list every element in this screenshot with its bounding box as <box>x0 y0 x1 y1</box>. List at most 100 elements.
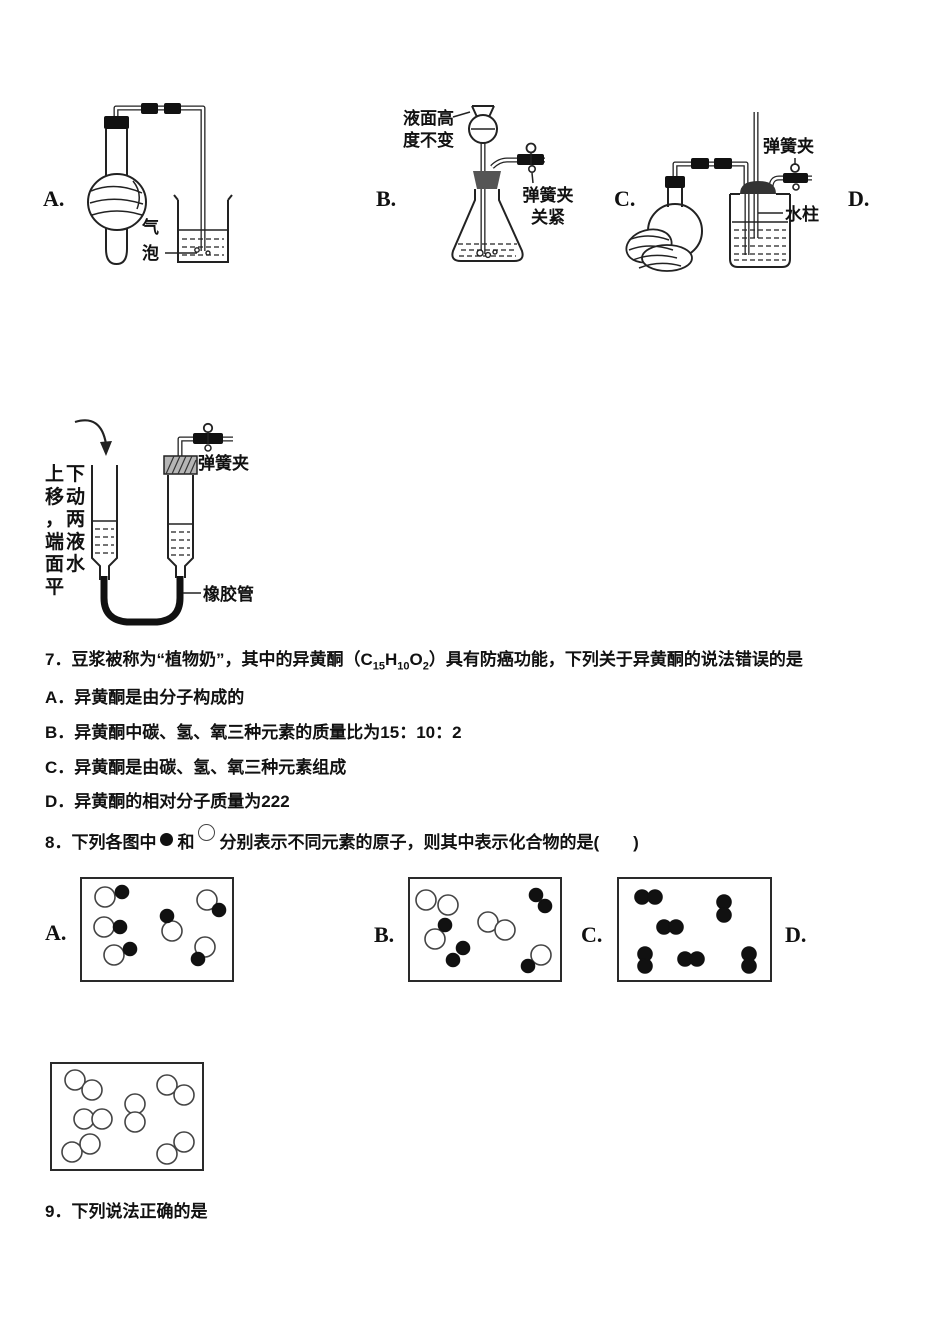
flask-stopper <box>473 171 501 189</box>
apparatus-c-diagram: 弹簧夹 水柱 <box>625 106 825 274</box>
water-column-label: 水柱 <box>785 205 819 224</box>
spring-clip-icon <box>517 142 544 173</box>
filled-atom <box>528 887 544 903</box>
open-atom <box>124 1093 146 1115</box>
question-8: 8．下列各图中和分别表示不同元素的原子，则其中表示化合物的是( ) <box>45 824 639 853</box>
q8-option-label-a: A. <box>45 920 67 945</box>
spring-clip-icon <box>783 163 808 191</box>
filled-atom <box>741 958 757 974</box>
q7-option-d: D．异黄酮的相对分子质量为222 <box>45 792 290 811</box>
open-atom <box>64 1069 86 1091</box>
molecule-box-b <box>408 877 562 982</box>
filled-atom <box>668 919 684 935</box>
flask-liquid <box>458 243 517 259</box>
molecule-box-d <box>50 1062 204 1171</box>
q7-option-c: C．异黄酮是由碳、氢、氧三种元素组成 <box>45 758 347 777</box>
side-tube <box>490 157 545 169</box>
apparatus-b-diagram: 液面高度不变 弹簧夹关紧 <box>395 103 585 271</box>
q8-text-after: 分别表示不同元素的原子，则其中表示化合物的是( ) <box>219 833 639 852</box>
funnel <box>468 105 498 254</box>
open-atom <box>415 889 437 911</box>
molecule-diagram-d <box>61 1069 195 1165</box>
hatched-stopper <box>163 455 198 475</box>
filled-atom <box>437 917 453 933</box>
utube-drawing <box>74 419 233 626</box>
delivery-tube <box>113 105 206 251</box>
q7-number: 7． <box>45 650 72 669</box>
beaker <box>173 194 233 263</box>
open-atom <box>196 889 218 911</box>
filled-atom <box>537 898 553 914</box>
open-atom-icon <box>198 824 216 841</box>
open-atom <box>73 1108 95 1130</box>
q7-option-b: B．异黄酮中碳、氢、氧三种元素的质量比为15：10：2 <box>45 723 462 742</box>
left-tube <box>91 465 118 580</box>
q7-option-a: A．异黄酮是由分子构成的 <box>45 688 245 707</box>
filled-atom <box>637 958 653 974</box>
filled-atom <box>634 889 650 905</box>
open-atom <box>156 1074 178 1096</box>
open-atom <box>494 919 516 941</box>
spring-clip-icon <box>193 422 223 452</box>
hand <box>87 173 147 231</box>
open-atom <box>437 894 459 916</box>
filled-atom <box>112 919 128 935</box>
molecule-box-c <box>617 877 772 982</box>
open-atom <box>161 920 183 942</box>
open-atom <box>79 1133 101 1155</box>
filled-atom <box>190 951 206 967</box>
bubble-label: 气泡 <box>142 218 159 263</box>
open-atom <box>103 944 125 966</box>
open-atom <box>124 1111 146 1133</box>
open-atom <box>94 886 116 908</box>
test-tube <box>105 129 128 266</box>
rubber-tube <box>100 576 184 626</box>
apparatus-a-drawing <box>87 103 233 266</box>
rubber-stopper <box>104 116 129 129</box>
molecule-diagram-b <box>415 887 553 974</box>
question-9: 9．下列说法正确的是 <box>45 1197 207 1222</box>
hands <box>625 228 693 272</box>
q8-option-label-d: D. <box>785 922 807 947</box>
q9-number: 9． <box>45 1202 72 1221</box>
liquid-level-label: 液面高度不变 <box>403 109 454 150</box>
filled-atom <box>716 907 732 923</box>
q8-text-mid: 和 <box>177 833 195 852</box>
q8-number: 8． <box>45 833 72 852</box>
down-arrow-icon <box>74 419 112 456</box>
filled-atom <box>122 941 138 957</box>
open-atom <box>156 1143 178 1165</box>
clip-label: 弹簧夹 <box>198 454 249 473</box>
molecule-box-a <box>80 877 234 982</box>
figure-utube-diagram: 上下移动，两端液面水平 弹簧夹 橡胶管 <box>35 408 305 640</box>
open-atom <box>530 944 552 966</box>
open-atom <box>93 916 115 938</box>
clip-label-pointer <box>531 172 534 184</box>
filled-atom <box>647 889 663 905</box>
filled-atom <box>211 902 227 918</box>
right-tube <box>167 475 194 578</box>
apparatus-c-drawing <box>625 112 812 272</box>
open-atom <box>91 1108 113 1130</box>
molecule-diagram-c <box>634 889 757 974</box>
fig1-option-label-c: C. <box>614 186 636 211</box>
filled-atom <box>689 951 705 967</box>
clip-tight-label: 弹簧夹关紧 <box>522 186 574 227</box>
connecting-tube <box>672 158 749 186</box>
filled-atom <box>520 958 536 974</box>
move-up-down-label: 上下移动，两端液面水平 <box>45 464 88 598</box>
tube-connector <box>141 103 181 114</box>
apparatus-b-drawing <box>451 105 545 262</box>
q7-text-before: 豆浆被称为“植物奶”，其中的异黄酮（ <box>71 650 361 669</box>
filled-atom-icon <box>160 833 174 846</box>
level-label-pointer <box>452 111 471 118</box>
open-atom <box>173 1131 195 1153</box>
q7-text-after: ）具有防癌功能，下列关于异黄酮的说法错误的是 <box>428 650 803 669</box>
molecule-diagram-a <box>93 884 227 967</box>
q9-text: 下列说法正确的是 <box>71 1202 208 1221</box>
open-atom <box>81 1079 103 1101</box>
question-7: 7．豆浆被称为“植物奶”，其中的异黄酮（C15H10O2）具有防癌功能，下列关于… <box>45 645 803 672</box>
q8-option-label-b: B. <box>374 922 395 947</box>
filled-atom <box>114 884 130 900</box>
